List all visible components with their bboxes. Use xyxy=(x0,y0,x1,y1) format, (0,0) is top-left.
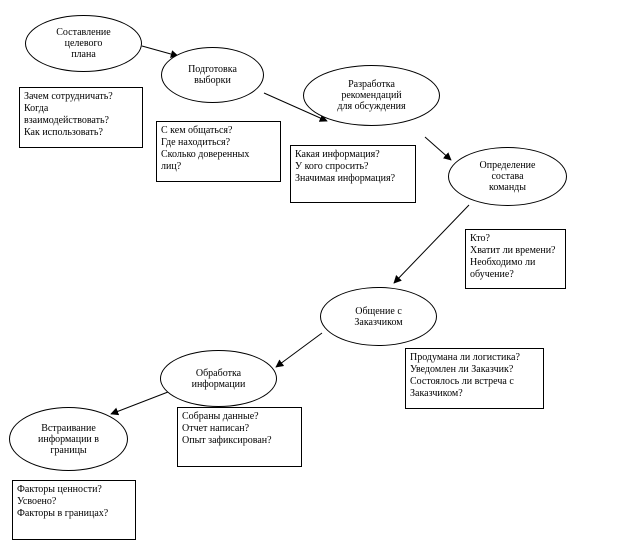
node-sample-prep: Подготовка выборки xyxy=(161,47,264,103)
questions-box-team: Кто? Хватит ли времени? Необходимо ли об… xyxy=(465,229,566,289)
questions-box-target-plan: Зачем сотрудничать? Когда взаимодействов… xyxy=(19,87,143,148)
edge-n3-n4 xyxy=(424,136,452,161)
questions-box-recommendations: Какая информация? У кого спросить? Значи… xyxy=(290,145,416,203)
node-recommendations: Разработка рекомендаций для обсуждения xyxy=(303,65,440,126)
questions-box-customer: Продумана ли логистика? Уведомлен ли Зак… xyxy=(405,348,544,409)
questions-box-sample-prep: С кем общаться? Где находиться? Сколько … xyxy=(156,121,281,182)
questions-box-processing: Собраны данные? Отчет написан? Опыт зафи… xyxy=(177,407,302,467)
node-info-processing: Обработка информации xyxy=(160,350,277,407)
edge-n4-n5 xyxy=(393,204,470,284)
edge-n1-n2 xyxy=(141,45,179,58)
node-info-embedding: Встраивание информации в границы xyxy=(9,407,128,471)
edge-n2-n3 xyxy=(263,92,328,122)
node-customer-communication: Общение с Заказчиком xyxy=(320,287,437,346)
edge-n6-n7 xyxy=(110,391,169,416)
node-team-definition: Определение состава команды xyxy=(448,147,567,206)
node-target-plan: Составление целевого плана xyxy=(25,15,142,72)
questions-box-embedding: Факторы ценности? Усвоено? Факторы в гра… xyxy=(12,480,136,540)
edge-n5-n6 xyxy=(275,332,323,368)
